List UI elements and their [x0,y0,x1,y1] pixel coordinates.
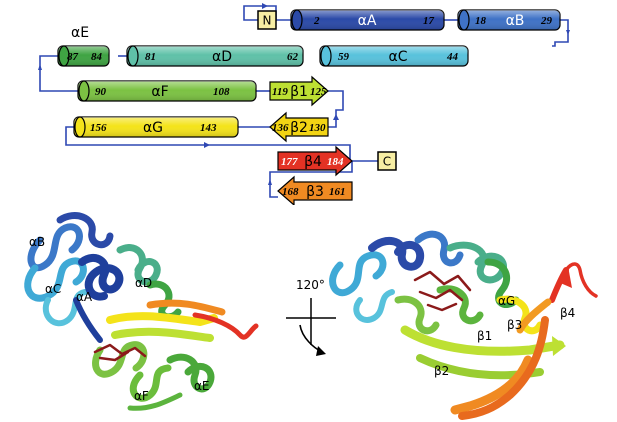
right-label-b1: β1 [477,329,492,343]
strand-b3-name: β3 [306,184,324,200]
helix-aE: αE 87 84 [57,25,110,67]
strand-b1-name: β1 [290,84,308,100]
right-label-aG: αG [498,294,515,308]
helix-aE-name: αE [71,25,89,41]
right-label-b3: β3 [507,318,522,332]
strand-b3-end: 161 [329,186,346,198]
helix-aD-end: 62 [287,51,299,63]
helix-aD: 81 αD 62 [126,45,304,67]
strand-b1-end: 125 [310,86,327,98]
left-label-aD: αD [135,276,152,290]
strand-b4: 177 β4 184 [277,145,353,177]
helix-aC-start: 59 [338,51,350,63]
helix-aC: 59 αC 44 [319,45,469,67]
topology-diagram: N C 2 αA 17 18 αB 29 59 αC 44 81 αD 62 [38,3,570,205]
strand-b4-start: 177 [281,156,298,168]
left-label-aF: αF [134,389,149,403]
helix-aA-start: 2 [313,15,320,27]
rotation-indicator: 120° [286,278,336,356]
helix-aB-name: αB [506,13,525,29]
direction-arrows [38,3,570,185]
helix-aF: 90 αF 108 [77,80,257,102]
c-terminus-label: C [383,155,391,169]
strand-b1-start: 119 [272,86,288,98]
structure-right-image [329,230,598,420]
strand-b4-end: 184 [327,156,344,168]
c-terminus: C [377,151,397,171]
helix-aF-name: αF [151,84,168,100]
helix-aG-name: αG [143,120,163,136]
structure-right-labels: αG β1 β3 β4 β2 [434,294,575,378]
rotation-label: 120° [296,278,325,292]
helix-aA-end: 17 [423,15,435,27]
helix-aB-start: 18 [475,15,487,27]
helix-aD-name: αD [212,49,232,65]
left-label-aC: αC [45,282,61,296]
helix-aF-start: 90 [95,86,107,98]
helix-aC-name: αC [388,49,407,65]
helix-aC-end: 44 [446,51,459,63]
strand-b3-start: 168 [282,186,299,198]
helix-aA-name: αA [358,13,377,29]
strand-b2-end: 130 [309,122,326,134]
strand-b2-name: β2 [290,120,308,136]
left-label-aB: αB [29,235,45,249]
strand-b4-name: β4 [304,154,322,170]
helix-aB-end: 29 [540,15,553,27]
n-terminus-label: N [263,14,272,28]
strand-b1: 119 β1 125 [269,75,329,107]
n-terminus: N [257,10,277,30]
helix-aE-end: 84 [91,51,103,63]
strand-b2: 136 β2 130 [269,111,329,143]
left-label-aE: αE [194,379,210,393]
right-label-b2: β2 [434,364,449,378]
structure-left-labels: αB αC αA αD αF αE [29,235,210,403]
strand-b2-start: 136 [272,122,289,134]
helix-aA: 2 αA 17 [290,9,445,31]
right-label-b4: β4 [560,306,575,320]
left-label-aA: αA [76,290,93,304]
helix-aG: 156 αG 143 [73,116,239,138]
helix-aB: 18 αB 29 [457,9,561,31]
rotation-arrow-icon [316,346,326,356]
helix-aD-start: 81 [145,51,156,63]
helix-aG-end: 143 [200,122,217,134]
helix-aF-end: 108 [213,86,230,98]
helix-aG-start: 156 [90,122,107,134]
structure-left-image [24,212,259,411]
helix-aE-start: 87 [67,51,79,63]
strand-b3: 168 β3 161 [277,175,353,205]
